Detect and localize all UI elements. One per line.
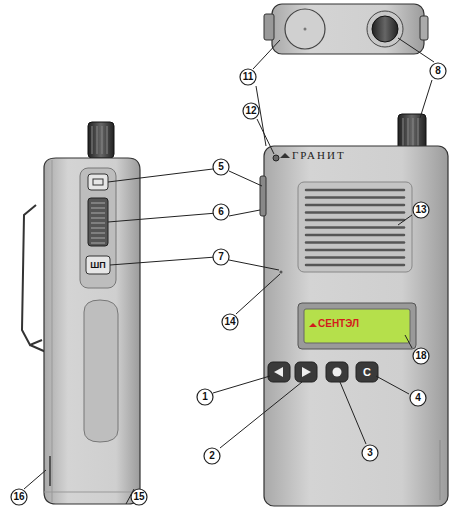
callout-number: 3 [361, 444, 379, 462]
callout-number: 8 [429, 62, 447, 80]
callout-number: 11 [239, 68, 257, 86]
button-label: ШП [90, 261, 106, 270]
callout-text: 11 [239, 68, 257, 86]
callout-text: 5 [212, 158, 230, 176]
brand-logo [280, 153, 290, 158]
callout-number: 1 [196, 388, 214, 406]
callout-text: 1 [196, 388, 214, 406]
callout-number: 12 [242, 102, 260, 120]
callout-text: 15 [130, 488, 148, 506]
callout-number: 2 [203, 447, 221, 465]
callout-number: 7 [212, 248, 230, 266]
callout-text: 18 [412, 347, 430, 365]
callout-number: 4 [409, 389, 427, 407]
callout-text: 8 [429, 62, 447, 80]
callout-number: 15 [130, 488, 148, 506]
brand-name: ГРАНИТ [292, 150, 346, 161]
callout-number: 6 [212, 203, 230, 221]
callout-number: 16 [10, 488, 28, 506]
callout-text: 6 [212, 203, 230, 221]
callout-text: 4 [409, 389, 427, 407]
side-view [22, 122, 140, 504]
callout-number: 18 [412, 347, 430, 365]
callout-text: 13 [412, 201, 430, 219]
callout-text: 7 [212, 248, 230, 266]
display-text: СЕНТЭЛ [318, 319, 359, 329]
callout-number: 13 [412, 201, 430, 219]
front-view [260, 114, 448, 506]
callout-text: 12 [242, 102, 260, 120]
callout-text: 14 [221, 313, 239, 331]
callout-text: 3 [361, 444, 379, 462]
callout-number: 14 [221, 313, 239, 331]
callout-text: 16 [10, 488, 28, 506]
display-logo [309, 323, 317, 327]
callout-number: 5 [212, 158, 230, 176]
button-label: C [363, 367, 371, 378]
leader-lines [24, 38, 434, 504]
top-view [264, 4, 428, 54]
callout-text: 2 [203, 447, 221, 465]
